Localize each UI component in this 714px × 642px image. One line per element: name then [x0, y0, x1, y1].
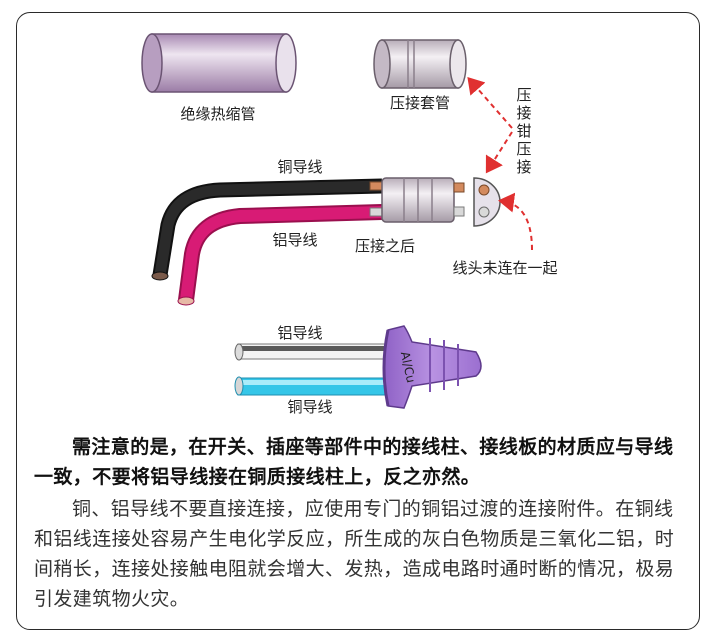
- arrow-to-crimped-end: [485, 131, 513, 174]
- arrow-to-sleeve: [467, 76, 513, 129]
- pliers-char: 压: [516, 140, 531, 158]
- pliers-char: 压: [516, 86, 531, 104]
- crimp-sleeve-label: 压接套管: [390, 94, 450, 112]
- aluminum-wire-label-bottom: 铝导线: [277, 324, 322, 342]
- crimp-pliers-label: 压 接 钳 压 接: [516, 86, 531, 176]
- arrow-unjoined: [498, 192, 533, 251]
- wire-end-view: [473, 177, 501, 227]
- crimped-sleeve: [381, 177, 465, 223]
- crimp-sleeve: [373, 39, 467, 89]
- bent-wire-pair: [151, 178, 387, 306]
- note-paragraph: 需注意的是，在开关、插座等部件中的接线柱、接线板的材质应与导线一致，不要将铝导线…: [34, 436, 674, 488]
- heat-shrink-tube-label: 绝缘热缩管: [180, 105, 255, 123]
- after-crimp-label: 压接之后: [355, 237, 415, 255]
- heat-shrink-tube: [141, 33, 297, 93]
- pliers-char: 接: [516, 104, 531, 122]
- wire-ends-unjoined-label: 线头未连在一起: [452, 259, 557, 277]
- content-frame: [16, 12, 700, 630]
- body-paragraph: 铜、铝导线不要直接连接，应使用专门的铜铝过渡的连接附件。在铜线和铝线连接处容易产…: [34, 498, 675, 610]
- aluminum-wire-label-top: 铝导线: [272, 231, 317, 249]
- twist-connector-assembly: [234, 325, 482, 409]
- copper-wire-label-top: 铜导线: [277, 158, 322, 176]
- pliers-char: 钳: [516, 122, 531, 140]
- connector-mark: Al/Cu: [398, 350, 418, 384]
- copper-wire-label-bottom: 铜导线: [287, 398, 332, 416]
- pliers-char: 接: [516, 158, 531, 176]
